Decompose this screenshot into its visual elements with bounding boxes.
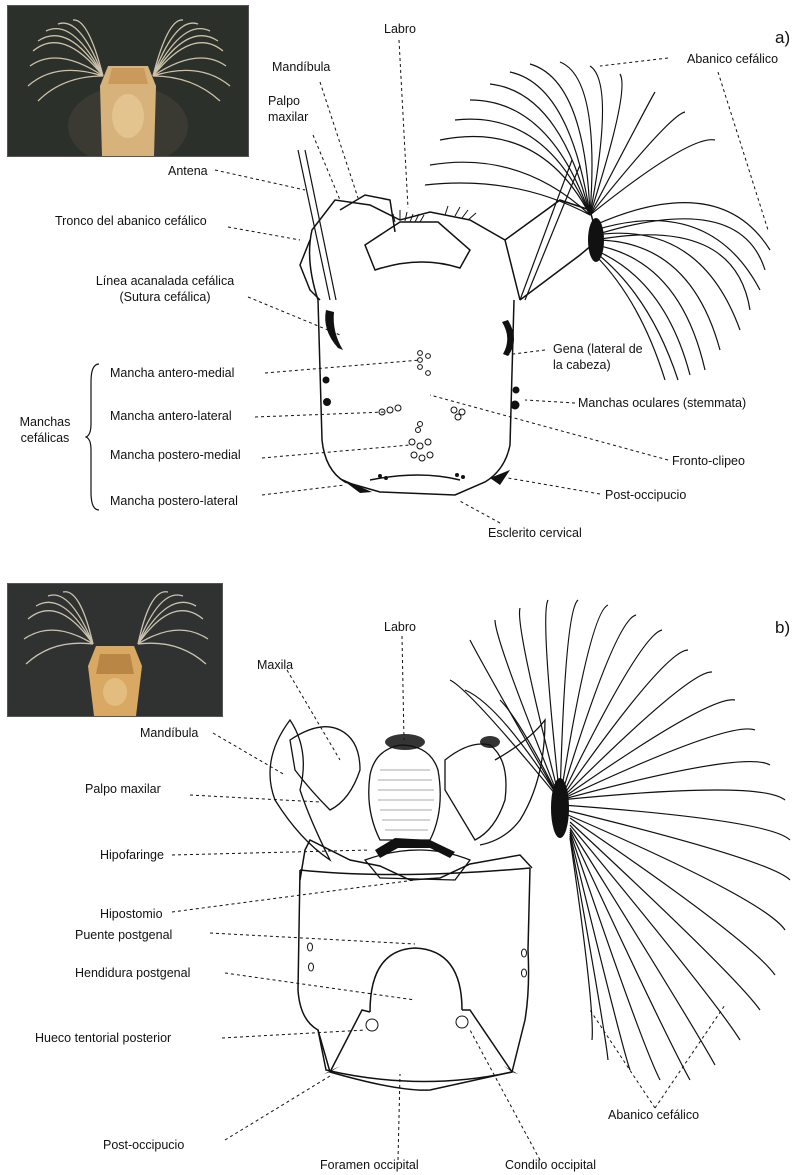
label-abanico-b: Abanico cefálico (608, 1108, 699, 1123)
fan-base-b (551, 778, 569, 838)
label-hipostomio-b: Hipostomio (100, 907, 163, 922)
label-labro-b: Labro (370, 620, 430, 635)
head-capsule-b (298, 840, 532, 1090)
labrum-stipple-b (378, 770, 434, 830)
label-foramen-b: Foramen occipital (320, 1158, 419, 1173)
label-condilo-b: Condilo occipital (505, 1158, 596, 1173)
label-mandibula-b: Mandíbula (140, 726, 198, 741)
label-puente-b: Puente postgenal (75, 928, 172, 943)
label-hueco-b: Hueco tentorial posterior (35, 1031, 171, 1046)
label-palpo-b: Palpo maxilar (85, 782, 161, 797)
tentorial-pits-b (308, 943, 527, 1031)
label-hendidura-b: Hendidura postgenal (75, 966, 190, 981)
label-maxila-b: Maxila (257, 658, 293, 673)
label-post-occipucio-b: Post-occipucio (103, 1138, 184, 1153)
cephalic-fan-b (450, 600, 790, 1080)
label-hipofaringe-b: Hipofaringe (100, 848, 164, 863)
